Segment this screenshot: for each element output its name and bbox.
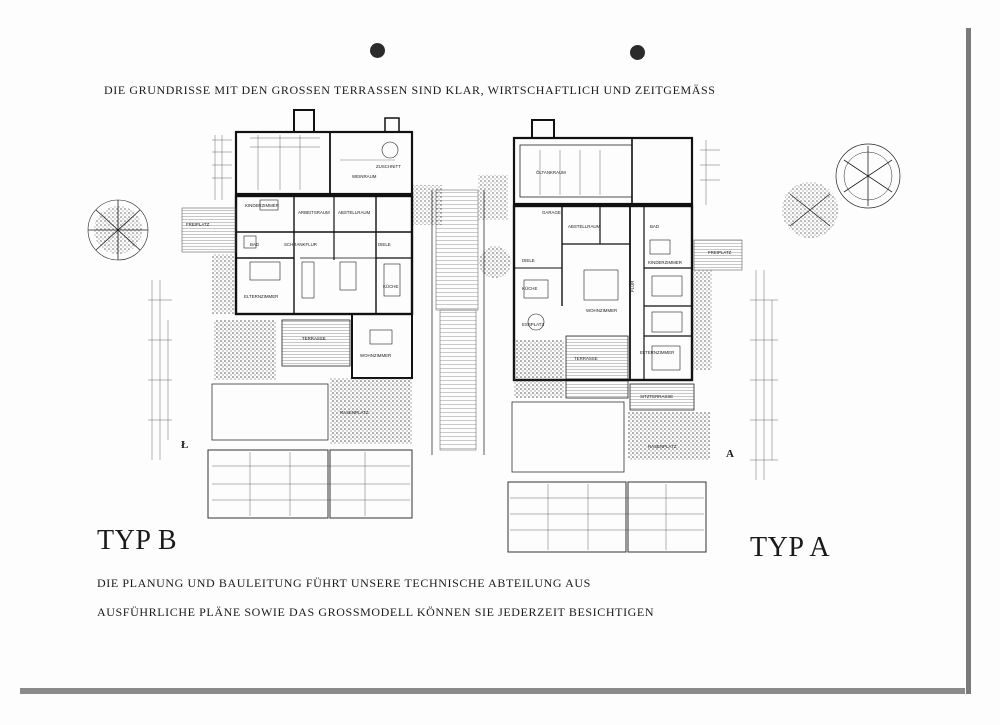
svg-text:ZUSCHNITT: ZUSCHNITT [376,164,401,169]
plan-marker-left: Ł [181,439,189,451]
svg-text:ESSPLATZ: ESSPLATZ [522,322,544,327]
svg-text:ABSTELLRAUM: ABSTELLRAUM [338,210,371,215]
plan-typ-a: ÖLTANKRAUM GARAGE ABSTELLRAUM BAD DIELE … [507,119,901,553]
svg-text:TERRASSE: TERRASSE [574,356,598,361]
svg-text:SCHRANKFLUR: SCHRANKFLUR [284,242,317,247]
svg-text:BAD: BAD [250,242,259,247]
footer-line-1: DIE PLANUNG UND BAULEITUNG FÜHRT UNSERE … [97,576,591,590]
type-label-a: TYP A [750,532,831,563]
tree-right [782,143,901,238]
plan-marker-right: A [726,448,734,460]
svg-text:SITZTERRASSE: SITZTERRASSE [640,394,673,399]
scan-edge-right [966,28,971,694]
svg-text:ELTERNZIMMER: ELTERNZIMMER [244,294,278,299]
tree-left [87,199,149,261]
punch-hole-left [370,43,385,58]
svg-text:DIELE: DIELE [378,242,391,247]
central-path [412,175,511,455]
punch-hole-right [630,45,645,60]
footer-line-2: AUSFÜHRLICHE PLÄNE SOWIE DAS GROSSMODELL… [97,605,655,619]
svg-text:TERRASSE: TERRASSE [302,336,326,341]
svg-text:BAD: BAD [650,224,659,229]
svg-text:RASENPLATZ: RASENPLATZ [648,444,677,449]
svg-text:KÜCHE: KÜCHE [383,284,398,289]
svg-text:FLUR: FLUR [630,281,635,292]
scan-edge-bottom [20,688,965,694]
plan-typ-b: KINDERZIMMER ARBEITSRAUM WEINRAUM ZUSCHN… [87,109,414,519]
svg-text:WEINRAUM: WEINRAUM [352,174,377,179]
type-label-b: TYP B [97,525,178,556]
svg-text:KÜCHE: KÜCHE [522,286,537,291]
svg-text:FREIPLATZ: FREIPLATZ [186,222,210,227]
svg-text:ARBEITSRAUM: ARBEITSRAUM [298,210,330,215]
svg-text:WOHNZIMMER: WOHNZIMMER [360,353,391,358]
svg-text:RASENPLATZ: RASENPLATZ [340,410,369,415]
svg-text:KINDERZIMMER: KINDERZIMMER [648,260,682,265]
svg-text:DIELE: DIELE [522,258,535,263]
svg-text:FREIPLATZ: FREIPLATZ [708,250,732,255]
header-caption: DIE GRUNDRISSE MIT DEN GROSSEN TERRASSEN… [104,83,716,97]
svg-text:KINDERZIMMER: KINDERZIMMER [245,203,279,208]
svg-text:ABSTELLRAUM: ABSTELLRAUM [568,224,601,229]
svg-text:ELTERNZIMMER: ELTERNZIMMER [640,350,674,355]
svg-text:GARAGE: GARAGE [542,210,561,215]
svg-text:WOHNZIMMER: WOHNZIMMER [586,308,617,313]
svg-text:ÖLTANKRAUM: ÖLTANKRAUM [536,170,566,175]
